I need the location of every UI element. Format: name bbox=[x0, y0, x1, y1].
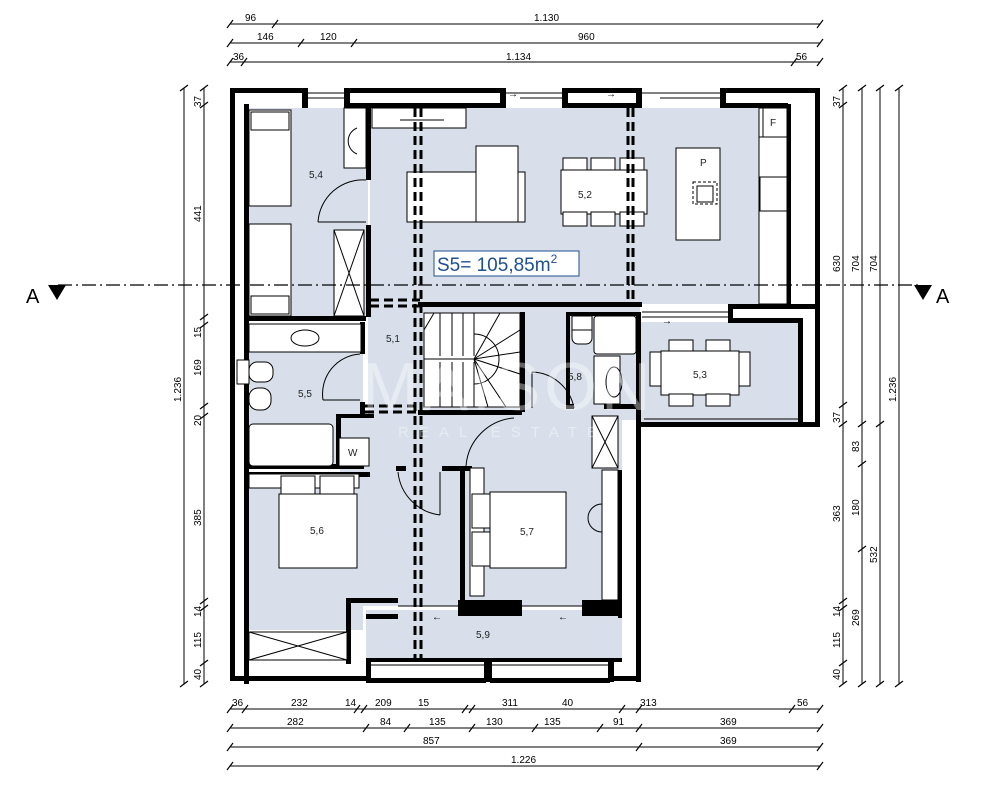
dimensions-left bbox=[179, 84, 209, 688]
washer-label: W bbox=[348, 448, 358, 459]
dim-bottom-84: 84 bbox=[380, 717, 392, 728]
dim-left-37: 37 bbox=[193, 95, 204, 107]
dim-right-532: 532 bbox=[869, 546, 880, 563]
fridge-label: F bbox=[770, 118, 776, 129]
dim-right-704a: 704 bbox=[851, 255, 862, 272]
dim-right-14: 14 bbox=[832, 605, 843, 617]
window-openings: → → → ← ← bbox=[308, 89, 800, 666]
dim-left-441: 441 bbox=[193, 205, 204, 222]
dim-right-630: 630 bbox=[832, 255, 843, 272]
dim-top-960: 960 bbox=[578, 32, 595, 43]
dim-top-1134: 1.134 bbox=[506, 52, 531, 63]
dim-left-115: 115 bbox=[193, 632, 204, 648]
dim-right-180: 180 bbox=[851, 499, 862, 516]
room-label-5-4: 5,4 bbox=[309, 170, 323, 181]
dimension-labels-right: 37 630 37 363 14 115 40 704 83 180 269 7… bbox=[832, 95, 899, 680]
dimension-labels-left: 37 441 15 169 20 385 14 115 40 1.236 bbox=[173, 95, 204, 680]
area-unit-superscript: 2 bbox=[551, 252, 558, 266]
dim-right-37b: 37 bbox=[832, 411, 843, 423]
svg-text:→: → bbox=[606, 89, 616, 100]
dimension-labels-top: 96 1.130 146 120 960 36 1.134 56 bbox=[233, 13, 808, 63]
dim-top-56: 56 bbox=[796, 52, 808, 63]
dim-top-146: 146 bbox=[257, 32, 274, 43]
dim-bottom-311: 311 bbox=[502, 698, 518, 709]
dim-bottom-15: 15 bbox=[418, 698, 430, 709]
dim-bottom-209: 209 bbox=[375, 698, 392, 709]
cooktop-label: P bbox=[700, 158, 707, 169]
dim-right-1236: 1.236 bbox=[888, 377, 899, 402]
dim-right-704b: 704 bbox=[869, 255, 880, 272]
dim-left-169: 169 bbox=[193, 359, 204, 376]
dimensions-right bbox=[838, 84, 904, 688]
dim-top-36: 36 bbox=[233, 52, 245, 63]
dim-right-269: 269 bbox=[851, 609, 862, 626]
dim-bottom-91: 91 bbox=[613, 717, 625, 728]
svg-text:→: → bbox=[508, 89, 518, 100]
section-arrow-right-icon bbox=[914, 285, 932, 300]
svg-text:→: → bbox=[662, 316, 672, 327]
room-label-5-3: 5,3 bbox=[693, 370, 707, 381]
dim-bottom-282: 282 bbox=[287, 717, 304, 728]
dim-left-1236: 1.236 bbox=[173, 377, 184, 402]
dim-bottom-14: 14 bbox=[345, 698, 357, 709]
watermark-line1: MAISON bbox=[362, 349, 654, 425]
room-label-5-1: 5,1 bbox=[386, 334, 400, 345]
watermark: MAISON REAL ESTATE bbox=[362, 349, 654, 441]
section-marker-left: A bbox=[26, 286, 40, 308]
area-value: S5= 105,85m bbox=[437, 255, 551, 276]
dim-left-14: 14 bbox=[193, 605, 204, 617]
section-marker-right: A bbox=[936, 286, 950, 308]
section-arrow-left-icon bbox=[48, 285, 66, 300]
dim-right-37a: 37 bbox=[832, 95, 843, 107]
dim-bottom-135b: 135 bbox=[544, 717, 561, 728]
dim-bottom-1226: 1.226 bbox=[511, 755, 536, 766]
dim-bottom-313: 313 bbox=[640, 698, 657, 709]
dim-left-20: 20 bbox=[193, 414, 204, 426]
dim-bottom-56: 56 bbox=[797, 698, 809, 709]
dim-right-40: 40 bbox=[832, 668, 843, 680]
dim-left-40: 40 bbox=[193, 668, 204, 680]
dim-left-385: 385 bbox=[193, 509, 204, 526]
dim-bottom-130: 130 bbox=[486, 717, 503, 728]
dim-bottom-232: 232 bbox=[291, 698, 308, 709]
dimensions-top bbox=[226, 19, 824, 67]
furniture bbox=[236, 107, 788, 661]
dimensions-bottom bbox=[226, 704, 824, 771]
dim-top-1130: 1.130 bbox=[534, 13, 559, 24]
dim-bottom-135a: 135 bbox=[429, 717, 446, 728]
room-label-5-5: 5,5 bbox=[298, 389, 312, 400]
dim-right-115: 115 bbox=[832, 632, 843, 648]
dim-right-363: 363 bbox=[832, 505, 843, 522]
watermark-line2: REAL ESTATE bbox=[398, 424, 607, 441]
room-label-5-9: 5,9 bbox=[476, 630, 490, 641]
room-label-5-2: 5,2 bbox=[578, 190, 592, 201]
walls bbox=[230, 88, 820, 684]
room-label-5-7: 5,7 bbox=[520, 527, 534, 538]
total-area-label: S5= 105,85m2 bbox=[433, 250, 580, 277]
room-label-5-6: 5,6 bbox=[310, 526, 324, 537]
dim-right-83: 83 bbox=[851, 440, 862, 452]
svg-text:S5= 105,85m2: S5= 105,85m2 bbox=[437, 252, 558, 276]
dim-bottom-36: 36 bbox=[232, 698, 244, 709]
room-label-5-8: 5,8 bbox=[568, 372, 582, 383]
dim-left-15: 15 bbox=[193, 326, 204, 338]
dim-bottom-857: 857 bbox=[423, 736, 440, 747]
dim-top-96: 96 bbox=[245, 13, 257, 24]
dim-bottom-40: 40 bbox=[562, 698, 574, 709]
dim-top-120: 120 bbox=[320, 32, 337, 43]
dim-bottom-369b: 369 bbox=[720, 736, 737, 747]
section-line-a: A A bbox=[26, 284, 950, 308]
room-labels: 5,1 5,2 5,3 5,4 5,5 5,6 5,7 5,8 5,9 W F … bbox=[298, 118, 776, 641]
dimension-labels-bottom: 36 232 14 209 15 311 40 313 56 282 84 13… bbox=[232, 698, 809, 766]
svg-text:←: ← bbox=[432, 612, 442, 623]
dashed-beam-lines bbox=[365, 108, 635, 662]
svg-text:←: ← bbox=[558, 612, 568, 623]
dim-bottom-369a: 369 bbox=[720, 717, 737, 728]
